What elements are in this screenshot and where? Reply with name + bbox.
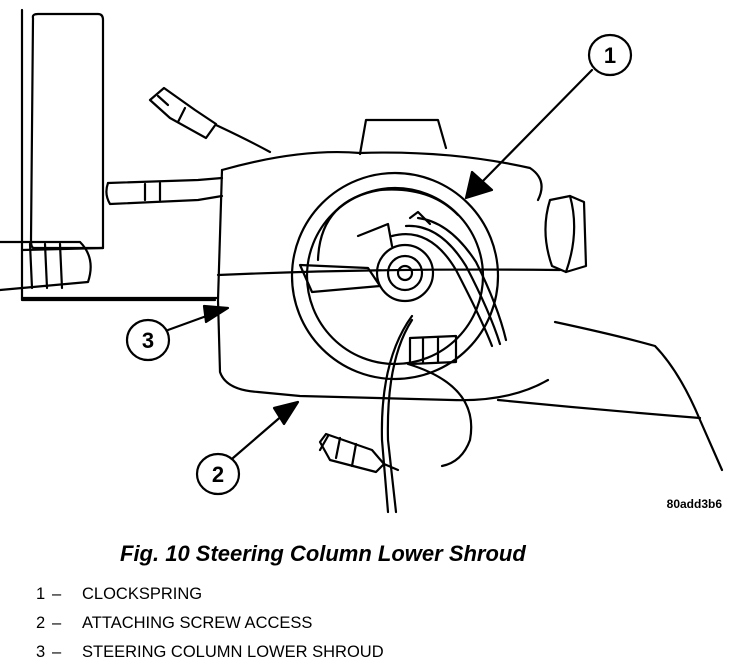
clockspring-ribbon-cable xyxy=(390,210,508,348)
callout-1-number: 1 xyxy=(604,43,616,68)
figure-caption: Fig. 10 Steering Column Lower Shroud xyxy=(120,541,526,566)
legend-item: 2– ATTACHING SCREW ACCESS xyxy=(36,609,384,638)
legend-number: 3 xyxy=(36,643,46,661)
legend-label: CLOCKSPRING xyxy=(82,585,203,603)
column-right-outline xyxy=(496,320,724,472)
callout-2-number: 2 xyxy=(212,462,224,487)
callout-2: 2 xyxy=(195,400,300,496)
clockspring-connector xyxy=(408,334,458,366)
legend-dash: – xyxy=(52,643,62,661)
legend-number: 2 xyxy=(36,614,46,632)
legend-dash: – xyxy=(52,585,62,603)
dangling-wires xyxy=(380,314,473,514)
steering-shaft xyxy=(375,243,435,303)
shroud-top-tab xyxy=(358,118,448,156)
lower-wire-connector xyxy=(318,432,400,474)
legend-label: ATTACHING SCREW ACCESS xyxy=(82,614,313,632)
legend-item: 3– STEERING COLUMN LOWER SHROUD xyxy=(36,638,384,667)
legend-dash: – xyxy=(52,614,62,632)
callout-3-number: 3 xyxy=(142,328,154,353)
left-knob xyxy=(0,240,92,292)
steering-column-shroud xyxy=(216,150,562,402)
instrument-panel xyxy=(20,8,220,302)
callout-legend: 1–CLOCKSPRING 2–ATTACHING SCREW ACCESS 3… xyxy=(36,580,384,667)
steering-column-illustration: 1 2 3 80add3b6 xyxy=(0,8,724,514)
legend-item: 1– CLOCKSPRING xyxy=(36,580,384,609)
ignition-knob xyxy=(544,194,588,274)
figure-code: 80add3b6 xyxy=(667,497,723,511)
legend-label: STEERING COLUMN LOWER SHROUD xyxy=(82,643,384,661)
multifunction-switch-stalk xyxy=(105,176,224,206)
callout-3: 3 xyxy=(125,304,230,362)
legend-number: 1 xyxy=(36,585,46,603)
callout-1: 1 xyxy=(464,33,633,200)
upper-wire-connector xyxy=(148,86,272,154)
